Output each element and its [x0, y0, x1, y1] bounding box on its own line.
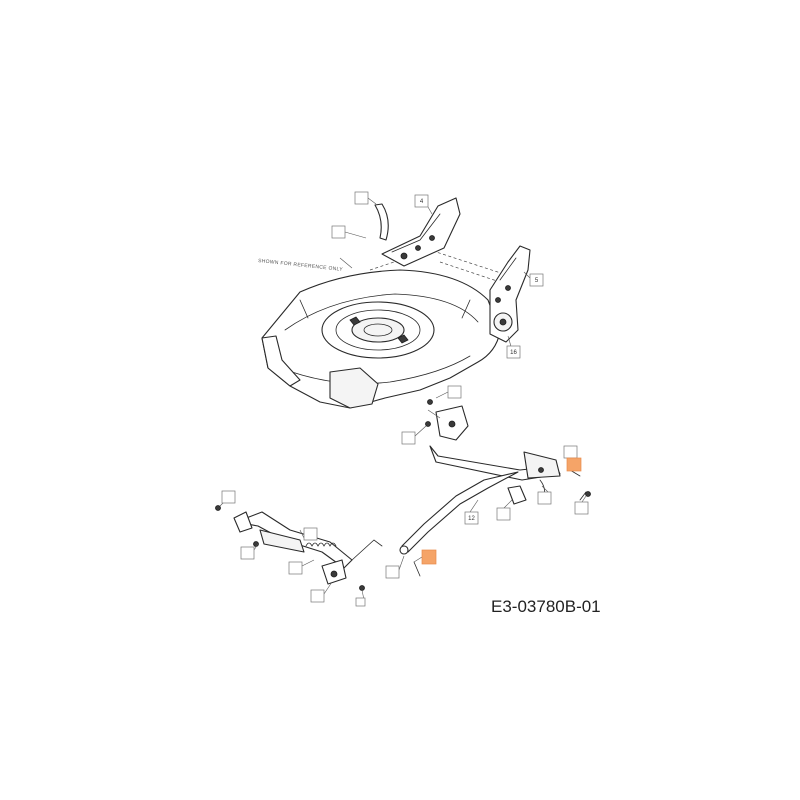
reference-note: SHOWN FOR REFERENCE ONLY: [258, 258, 344, 273]
callout-5: [435, 385, 462, 399]
callout-3: 5: [523, 271, 544, 287]
callout-1: 4: [414, 194, 433, 215]
callout-10: [574, 495, 589, 515]
callout-6: [401, 425, 427, 445]
pivot-bracket: [425, 399, 469, 441]
callout-label: 12: [468, 516, 475, 522]
callout-11: 12: [464, 499, 479, 525]
drawing-code: E3-03780B-01: [491, 597, 601, 616]
callout-13: [219, 490, 236, 507]
callout-19: [310, 581, 333, 603]
callout-8-highlighted: [566, 457, 582, 472]
callout-label: 5: [535, 278, 539, 284]
callout-16: [288, 559, 315, 575]
callout-label: 16: [510, 350, 517, 356]
mower-deck: [261, 249, 511, 409]
callout-17: [385, 555, 405, 579]
callout-4: 16: [506, 345, 521, 359]
callout-9: [537, 485, 552, 505]
callout-18-highlighted: [413, 549, 437, 565]
front-axle-rod: [399, 445, 591, 555]
callout-20: [355, 589, 366, 607]
callout-label: 4: [420, 199, 424, 205]
callout-group: 4 5 16: [219, 191, 589, 607]
callout-12: [496, 499, 513, 521]
callout-15: [240, 543, 259, 560]
rear-axle-assembly: [215, 505, 421, 591]
front-right-bracket: [489, 245, 531, 351]
callout-2: [331, 225, 367, 239]
callout-0: [354, 191, 377, 205]
callout-14: [299, 527, 318, 541]
rear-adjuster-bracket: [374, 197, 461, 267]
